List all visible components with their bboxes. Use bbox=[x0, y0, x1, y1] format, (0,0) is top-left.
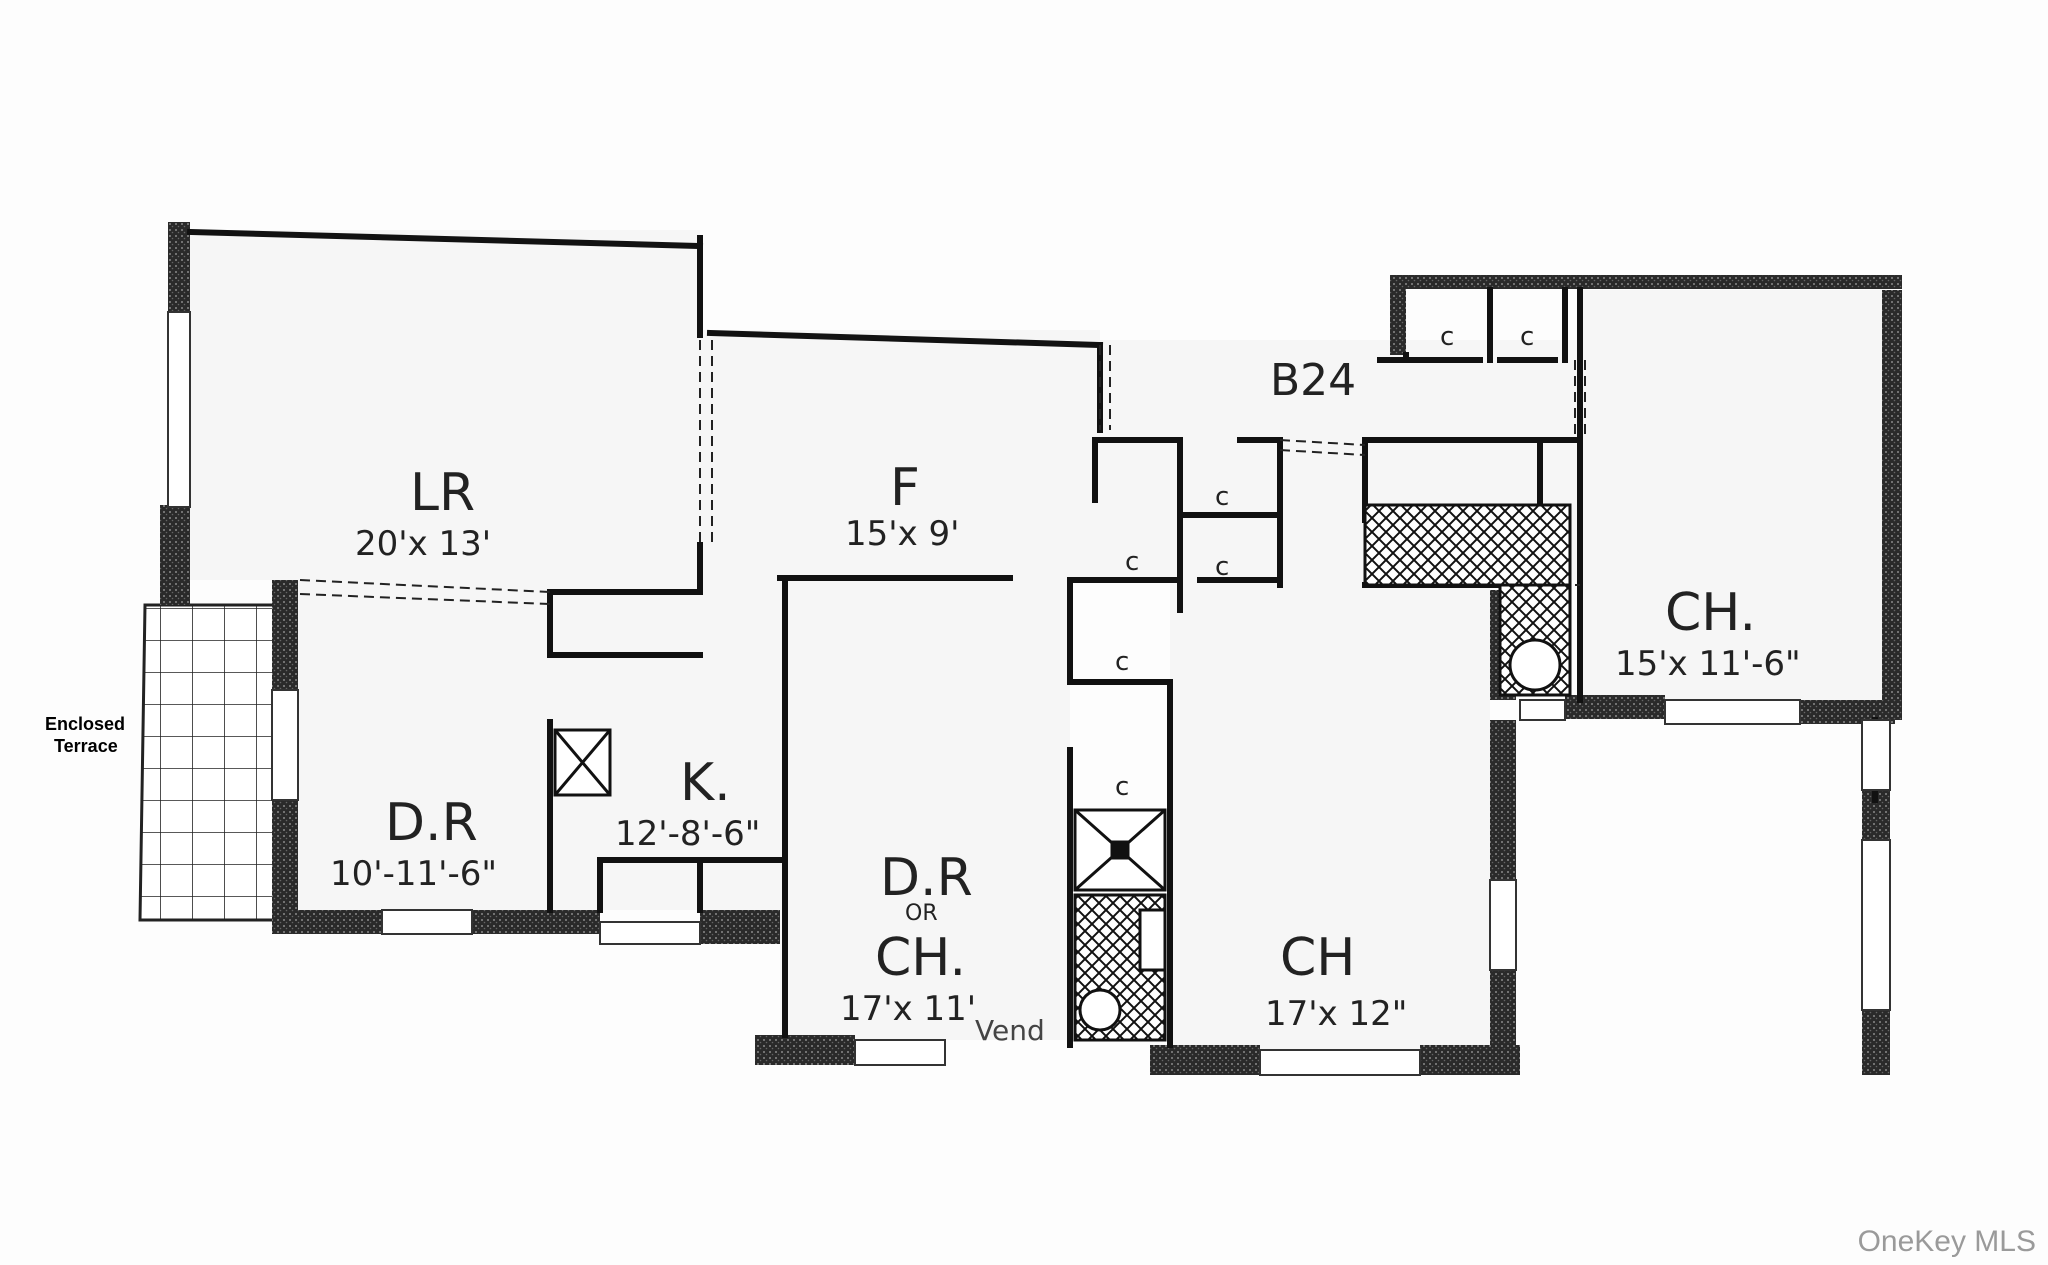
unit-number: B24 bbox=[1270, 355, 1356, 406]
closet-label: c bbox=[1215, 482, 1229, 512]
room-dims-chamber-center: 17'x 12" bbox=[1265, 994, 1407, 1034]
closet-label: c bbox=[1520, 322, 1534, 352]
bathroom-tiles bbox=[1073, 503, 1572, 1042]
closet-label: c bbox=[1440, 322, 1454, 352]
exterior-walls bbox=[160, 222, 1902, 1075]
terrace-label-line1: Enclosed bbox=[45, 714, 125, 734]
closet-labels: c c c c c c c bbox=[1115, 322, 1534, 802]
walls bbox=[186, 228, 1878, 1048]
room-dims-foyer: 15'x 9' bbox=[845, 514, 960, 554]
room-dims-kitchen: 12'-8'-6" bbox=[615, 814, 760, 854]
closet-label: c bbox=[1115, 772, 1129, 802]
room-name-foyer: F bbox=[890, 458, 920, 518]
closet-label: c bbox=[1115, 647, 1129, 677]
closet-label: c bbox=[1125, 547, 1139, 577]
terrace-label-line2: Terrace bbox=[54, 736, 118, 756]
room-name-dining-or-chamber-or: OR bbox=[905, 901, 938, 926]
room-dims-living-room: 20'x 13' bbox=[355, 524, 491, 564]
room-name-chamber-center: CH bbox=[1280, 928, 1355, 988]
room-name-chamber-right: CH. bbox=[1665, 583, 1756, 643]
room-name-kitchen: K. bbox=[680, 753, 731, 813]
closet-label: c bbox=[1215, 552, 1229, 582]
room-dims-chamber-right: 15'x 11'-6" bbox=[1615, 644, 1801, 684]
enclosed-terrace bbox=[138, 603, 282, 922]
shafts bbox=[553, 728, 1167, 892]
windows bbox=[167, 311, 1891, 1076]
room-dims-dining-or-chamber: 17'x 11' bbox=[840, 989, 976, 1029]
room-name-living-room: LR bbox=[410, 463, 475, 523]
room-name-dining-or-chamber-bottom: CH. bbox=[875, 928, 966, 988]
room-dims-dining-room: 10'-11'-6" bbox=[330, 854, 497, 894]
room-name-dining-or-chamber-top: D.R bbox=[880, 848, 973, 908]
room-name-dining-room: D.R bbox=[385, 793, 478, 853]
room-labels: LR 20'x 13' F 15'x 9' D.R 10'-11'-6" K. … bbox=[330, 355, 1801, 1034]
watermark: OneKey MLS bbox=[1857, 1225, 2036, 1258]
vend-annotation: Vend bbox=[975, 1014, 1045, 1047]
